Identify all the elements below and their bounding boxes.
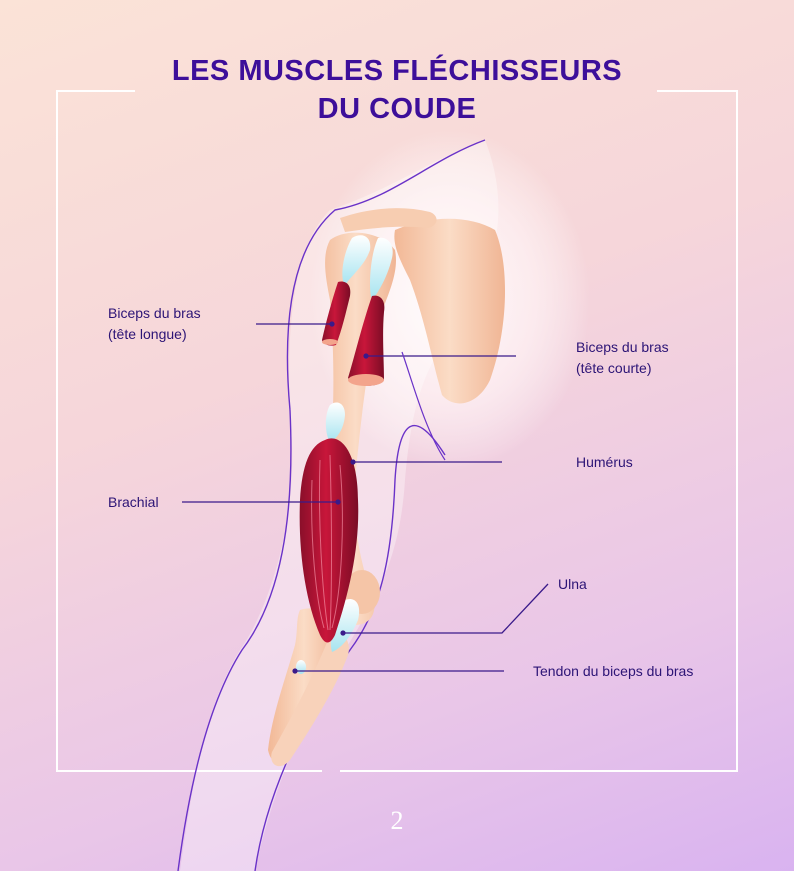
label-ulna: Ulna: [558, 576, 587, 592]
label-biceps-short-line1: Biceps du bras: [576, 339, 669, 355]
label-humerus: Humérus: [576, 454, 633, 470]
radius-bone: [271, 633, 349, 767]
label-biceps-short: Biceps du bras (tête courte): [576, 337, 669, 379]
muscles: [299, 281, 385, 643]
brachial-muscle: [299, 438, 359, 643]
clavicle: [340, 208, 437, 232]
page-title-line2: DU COUDE: [317, 93, 477, 125]
label-tendon: Tendon du biceps du bras: [533, 663, 694, 679]
label-biceps-short-line2: (tête courte): [576, 360, 652, 376]
leader-ulna: [343, 583, 549, 634]
leader-lines: [182, 323, 549, 672]
label-biceps-long-line1: Biceps du bras: [108, 305, 201, 321]
label-brachial: Brachial: [108, 494, 159, 510]
biceps-long-head-muscle: [322, 281, 351, 346]
page-number: 2: [390, 806, 404, 835]
page-title-line1: LES MUSCLES FLÉCHISSEURS: [171, 55, 623, 87]
scapula: [394, 218, 506, 404]
biceps-short-head-muscle: [348, 295, 385, 386]
frame: [56, 90, 738, 772]
label-biceps-long-line2: (tête longue): [108, 326, 187, 342]
label-biceps-long: Biceps du bras (tête longue): [108, 303, 201, 345]
leader-dots: [292, 321, 369, 674]
ulna-bone: [268, 608, 340, 763]
